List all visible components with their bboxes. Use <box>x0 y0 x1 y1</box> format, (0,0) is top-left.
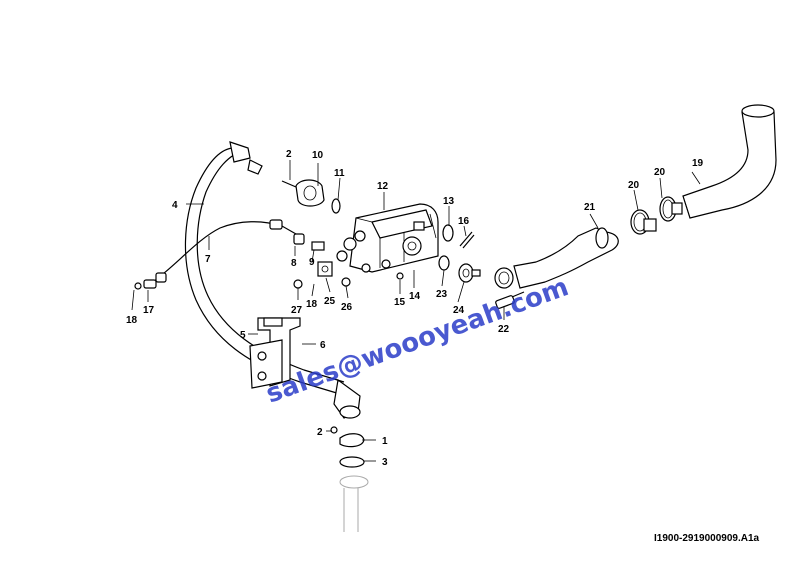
hose-clamp-20-a <box>659 196 683 222</box>
callout-7: 7 <box>205 254 211 265</box>
fitting-10 <box>281 179 325 207</box>
nipple-26 <box>341 277 351 287</box>
callout-18-left: 18 <box>126 315 138 326</box>
callout-26: 26 <box>341 302 353 313</box>
washer-23 <box>438 255 450 271</box>
leader-lines <box>131 160 701 462</box>
reference-code: I1900-2919000909.A1a <box>654 533 760 544</box>
callout-24: 24 <box>453 305 465 316</box>
callout-11: 11 <box>334 168 345 179</box>
pin-16 <box>459 231 475 249</box>
bolt-22 <box>495 291 525 309</box>
o-ring-11 <box>331 198 341 214</box>
screw-15 <box>396 272 404 280</box>
bracket-6 <box>249 317 301 389</box>
intake-pipe-21 <box>494 227 619 289</box>
callout-5: 5 <box>240 330 246 341</box>
callout-8: 8 <box>291 258 297 269</box>
flange-24 <box>458 263 481 283</box>
callout-12: 12 <box>377 181 389 192</box>
callout-labels: 1 2 2 3 4 5 6 7 8 9 10 11 12 13 14 15 16… <box>126 149 704 468</box>
callout-19: 19 <box>692 158 704 169</box>
callout-14: 14 <box>409 291 421 302</box>
seal-3 <box>339 456 365 468</box>
callout-27: 27 <box>291 305 303 316</box>
callout-25: 25 <box>324 296 336 307</box>
callout-22: 22 <box>498 324 510 335</box>
callout-1: 1 <box>382 436 388 447</box>
callout-21: 21 <box>584 202 596 213</box>
plug-27 <box>293 279 303 289</box>
callout-2-top: 2 <box>286 149 292 160</box>
callout-2-bottom: 2 <box>317 427 323 438</box>
tank-neck-ghost <box>339 475 369 532</box>
hydraulic-pump-12 <box>336 203 439 273</box>
adapter-9 <box>311 241 325 251</box>
fitting-8 <box>293 233 305 245</box>
screw-2-bottom <box>330 426 338 434</box>
callout-4: 4 <box>172 200 178 211</box>
callout-23: 23 <box>436 289 448 300</box>
callout-15: 15 <box>394 297 406 308</box>
intake-hose-19 <box>682 104 777 219</box>
cable-7 <box>134 219 297 290</box>
callout-10: 10 <box>312 150 324 161</box>
callout-17: 17 <box>143 305 155 316</box>
callout-6: 6 <box>320 340 326 351</box>
callout-3: 3 <box>382 457 388 468</box>
callout-20-left: 20 <box>628 180 640 191</box>
block-25 <box>317 261 333 277</box>
callout-9: 9 <box>309 257 315 268</box>
callout-20-right: 20 <box>654 167 666 178</box>
callout-16: 16 <box>458 216 470 227</box>
hose-clamp-20-b <box>630 209 657 235</box>
plug-13 <box>442 224 454 242</box>
callout-18-mid: 18 <box>306 299 318 310</box>
callout-13: 13 <box>443 196 455 207</box>
clamp-1 <box>339 433 365 448</box>
